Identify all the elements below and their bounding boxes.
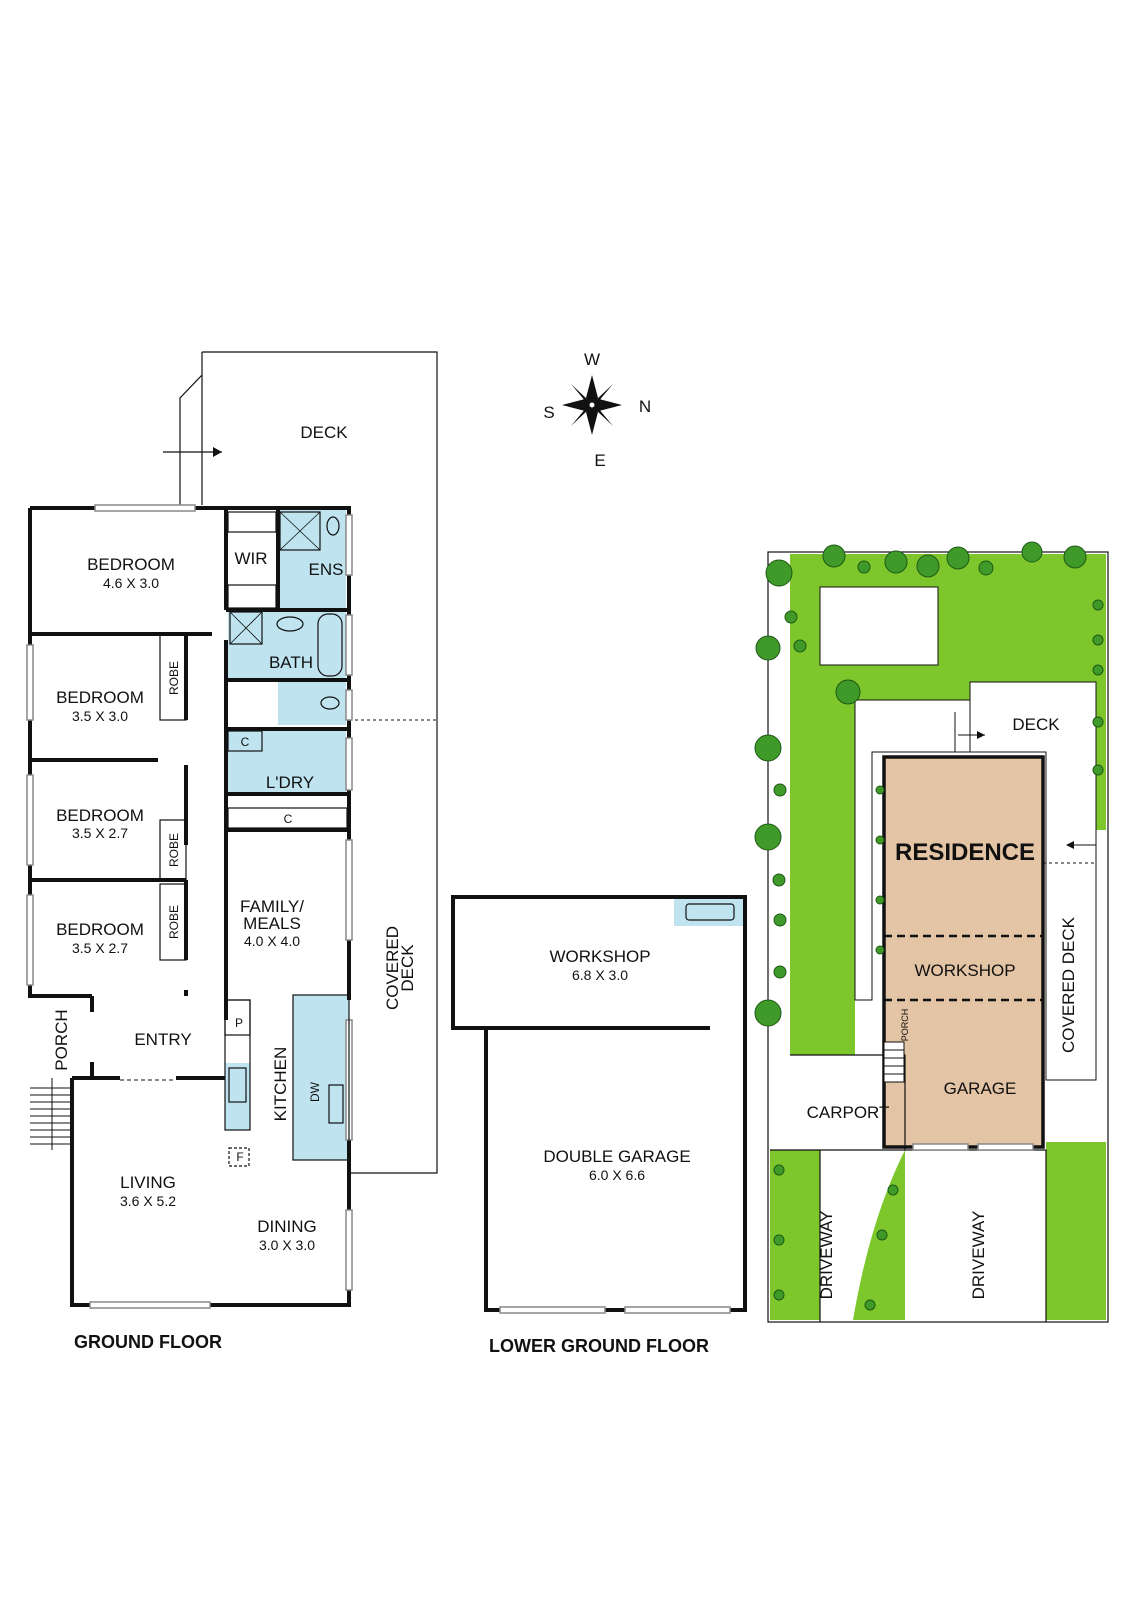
toilet-icon (320, 696, 340, 710)
bedroom-2-dims: 3.5 X 3.0 (72, 708, 128, 724)
sink-icon (685, 903, 735, 921)
lower-ground-floor-plan (451, 895, 747, 1314)
family-dims: 4.0 X 4.0 (244, 933, 300, 949)
robe-label: ROBE (167, 661, 181, 695)
bedroom-4-label: BEDROOM (56, 920, 144, 939)
residence-block (882, 755, 1045, 1149)
cupboard-label: C (241, 735, 250, 749)
family-label-line2: MEALS (243, 914, 301, 933)
deck-entry-arrow-icon (213, 447, 222, 457)
bedroom-3-dims: 3.5 X 2.7 (72, 825, 128, 841)
lgf-workshop-dims: 6.8 X 3.0 (572, 967, 628, 983)
living-label: LIVING (120, 1173, 176, 1192)
bedroom-2-label: BEDROOM (56, 688, 144, 707)
ensuite-label: ENS (309, 560, 344, 579)
site-garage-label: GARAGE (944, 1079, 1017, 1098)
compass-west-label: W (584, 350, 600, 369)
porch-steps (30, 1078, 72, 1150)
compass-rose-icon (562, 375, 622, 435)
shower-icon (229, 611, 263, 645)
family-label-line1: FAMILY/ (240, 897, 304, 916)
kitchen-bench-area (293, 995, 349, 1160)
double-garage-dims: 6.0 X 6.6 (589, 1167, 645, 1183)
covered-deck-label-line2: DECK (398, 944, 417, 992)
robe-label: ROBE (167, 833, 181, 867)
fridge-label: F (236, 1150, 243, 1164)
toilet-icon (326, 516, 340, 536)
cupboard-label: C (284, 812, 293, 826)
lower-ground-floor-caption: LOWER GROUND FLOOR (489, 1336, 709, 1356)
double-garage-label: DOUBLE GARAGE (543, 1147, 690, 1166)
robe-label: ROBE (167, 905, 181, 939)
wir-label: WIR (234, 549, 267, 568)
carport-label: CARPORT (807, 1103, 890, 1122)
bath-label: BATH (269, 653, 313, 672)
bathtub-icon (317, 613, 343, 677)
bedroom-1-dims: 4.6 X 3.0 (103, 575, 159, 591)
bedroom-1-label: BEDROOM (87, 555, 175, 574)
fridge-icon (228, 1147, 250, 1167)
bedroom-4-dims: 3.5 X 2.7 (72, 940, 128, 956)
dining-label: DINING (257, 1217, 317, 1236)
robe-2 (159, 633, 187, 721)
tree-icon (754, 541, 1104, 1311)
cooktop-icon (228, 1067, 247, 1103)
bedroom-3-label: BEDROOM (56, 806, 144, 825)
laundry-label: L'DRY (266, 773, 314, 792)
covered-deck-label-line1: COVERED (383, 926, 402, 1010)
laundry-area (228, 729, 346, 794)
robe-4 (159, 883, 187, 961)
sink-icon (328, 1084, 344, 1124)
shower-icon (279, 511, 321, 551)
site-workshop-label: WORKSHOP (914, 961, 1015, 980)
kitchen-label: KITCHEN (271, 1047, 290, 1122)
ensuite-area (278, 510, 346, 610)
deck-label: DECK (300, 423, 348, 442)
living-dims: 3.6 X 5.2 (120, 1193, 176, 1209)
lgf-workshop-label: WORKSHOP (549, 947, 650, 966)
deck-outline (202, 351, 438, 1174)
compass-east-label: E (594, 451, 605, 470)
site-plan (754, 541, 1109, 1323)
driveway-right-label: DRIVEWAY (969, 1211, 988, 1300)
compass-south-label: S (543, 403, 554, 422)
driveway-left-label: DRIVEWAY (817, 1211, 836, 1300)
compass-north-label: N (639, 397, 651, 416)
ground-floor-caption: GROUND FLOOR (74, 1332, 222, 1352)
dishwasher-label: DW (308, 1081, 322, 1102)
pantry-label: P (235, 1016, 243, 1030)
entry-label: ENTRY (134, 1030, 191, 1049)
basin-icon (276, 616, 304, 632)
pantry (224, 999, 251, 1036)
site-deck-label: DECK (1012, 715, 1060, 734)
dining-dims: 3.0 X 3.0 (259, 1237, 315, 1253)
residence-label: RESIDENCE (895, 839, 1035, 866)
site-porch-label: PORCH (900, 1009, 910, 1042)
robe-3 (159, 819, 187, 881)
site-covered-deck-label: COVERED DECK (1059, 916, 1078, 1053)
ground-floor-plan (26, 351, 438, 1309)
bath-area (228, 610, 346, 680)
porch-label: PORCH (52, 1009, 71, 1070)
